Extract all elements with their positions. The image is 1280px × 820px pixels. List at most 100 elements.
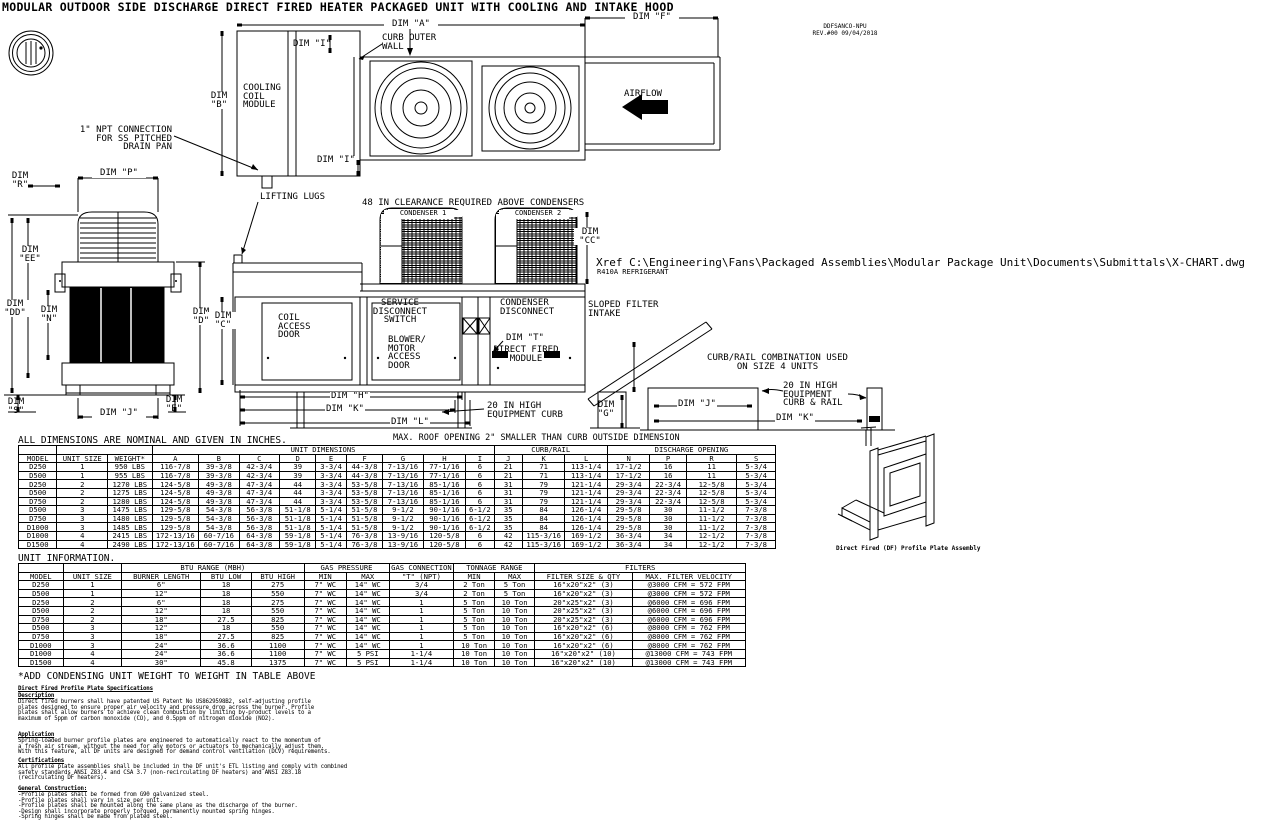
- data-cell: 18: [200, 623, 252, 633]
- engineering-drawing: [4, 16, 935, 541]
- data-cell: 36-3/4: [606, 539, 651, 550]
- data-cell: 2: [62, 605, 123, 616]
- data-cell: 5-1/4: [315, 505, 347, 515]
- data-cell: 7-13/16: [382, 479, 424, 489]
- data-cell: D1500: [17, 539, 58, 550]
- data-cell: 36.6: [200, 640, 252, 650]
- data-cell: 129-5/8: [151, 522, 200, 532]
- data-cell: 7" WC: [303, 588, 348, 599]
- data-cell: 51-1/8: [278, 505, 317, 515]
- data-cell: 9-1/2: [382, 505, 424, 515]
- data-cell: 12-5/8: [685, 487, 738, 498]
- dim-ee-label: DIM "EE": [14, 245, 46, 264]
- data-cell: 7" WC: [303, 640, 348, 650]
- header-cell: A: [151, 453, 200, 464]
- data-cell: 5-1/4: [315, 513, 347, 524]
- data-cell: 47-3/4: [238, 496, 281, 507]
- data-cell: 39-3/8: [198, 470, 240, 481]
- data-cell: 6-1/2: [465, 513, 495, 524]
- data-cell: 10 Ton: [453, 657, 495, 668]
- data-cell: 126-1/4: [564, 513, 608, 524]
- data-cell: 115-3/16: [521, 539, 566, 550]
- plan-view: [173, 16, 721, 189]
- data-cell: 31: [493, 487, 523, 498]
- data-cell: 22-3/4: [649, 479, 687, 489]
- coil-face: [69, 286, 165, 364]
- data-cell: 11: [685, 470, 738, 481]
- data-cell: 44-3/8: [345, 470, 384, 481]
- data-cell: 5 PSI: [346, 657, 390, 668]
- data-cell: 85-1/16: [422, 496, 467, 507]
- data-cell: 169-1/2: [564, 539, 608, 550]
- data-cell: 4: [62, 648, 123, 659]
- data-cell: 36.6: [200, 648, 252, 659]
- data-cell: 29-3/4: [606, 479, 651, 489]
- data-cell: 54-3/8: [198, 505, 240, 515]
- dim-e-label: DIM "E": [165, 395, 183, 414]
- unit-information-heading: UNIT INFORMATION.: [18, 553, 116, 564]
- profile-plate-assembly: [837, 426, 935, 541]
- data-cell: 7-13/16: [382, 487, 424, 498]
- doc-revision: REV.#00 09/04/2018: [812, 30, 878, 37]
- data-cell: 3-3/4: [315, 487, 347, 498]
- data-cell: 4: [56, 530, 109, 541]
- data-cell: 14" WC: [346, 580, 390, 590]
- data-cell: 39: [278, 470, 317, 481]
- data-cell: 3/4: [388, 580, 455, 590]
- header-cell: MODEL: [18, 571, 64, 582]
- data-cell: D500: [18, 588, 64, 599]
- data-cell: 9-1/2: [382, 513, 424, 524]
- data-cell: 2490 LBS: [107, 539, 153, 550]
- data-cell: 59-1/8: [278, 539, 317, 550]
- header-cell: BTU LOW: [200, 571, 252, 582]
- condenser1-label: CONDENSER 1: [384, 210, 462, 217]
- data-cell: D250: [18, 580, 64, 590]
- data-cell: 30: [649, 505, 687, 515]
- data-cell: 7-13/16: [382, 470, 424, 481]
- data-cell: 12": [121, 588, 202, 599]
- data-cell: 1: [388, 605, 455, 616]
- xref-path: Xref C:\Engineering\Fans\Packaged Assemb…: [596, 256, 1246, 269]
- data-cell: 42-3/4: [238, 470, 281, 481]
- data-cell: 955 LBS: [107, 470, 153, 481]
- data-cell: 2415 LBS: [107, 530, 153, 541]
- data-cell: 27.5: [200, 631, 252, 642]
- data-cell: 16"x20"x2" (10): [534, 648, 633, 659]
- data-cell: 7" WC: [303, 597, 348, 607]
- header-group-cell: UNIT DIMENSIONS: [151, 445, 495, 455]
- profile-plate-caption: Direct Fired (DF) Profile Plate Assembly: [836, 545, 981, 552]
- data-cell: 36-3/4: [606, 530, 651, 541]
- header-cell: N: [606, 453, 651, 464]
- data-cell: 90-1/16: [422, 522, 467, 532]
- data-cell: 18: [200, 597, 252, 607]
- dim-cc-label: DIM "CC": [574, 227, 606, 246]
- data-cell: 2: [56, 479, 109, 489]
- data-cell: @13000 CFM = 743 FPM: [631, 657, 746, 668]
- spec-certifications-heading: Certifications: [18, 758, 65, 764]
- data-cell: 13-9/16: [382, 530, 424, 541]
- data-cell: 113-1/4: [564, 470, 608, 481]
- data-cell: 79: [521, 487, 566, 498]
- drawing-title: MODULAR OUTDOOR SIDE DISCHARGE DIRECT FI…: [2, 0, 674, 14]
- data-cell: 2 Ton: [453, 588, 495, 599]
- curb-rail-combination-note: CURB/RAIL COMBINATION USED ON SIZE 4 UNI…: [707, 353, 848, 372]
- data-cell: 29-5/8: [606, 522, 651, 532]
- data-cell: 90-1/16: [422, 505, 467, 515]
- condenser-disconnect-label: CONDENSER DISCONNECT: [500, 298, 555, 317]
- data-cell: @6000 CFM = 696 FPM: [631, 605, 746, 616]
- header-cell: K: [521, 453, 566, 464]
- data-cell: 51-5/8: [345, 522, 384, 532]
- data-cell: 51-5/8: [345, 505, 384, 515]
- header-cell: BTU HIGH: [250, 571, 305, 582]
- data-cell: 30: [649, 513, 687, 524]
- data-cell: 14" WC: [346, 597, 390, 607]
- data-cell: 4: [56, 539, 109, 550]
- data-cell: 22-3/4: [649, 487, 687, 498]
- data-cell: 12-1/2: [685, 539, 738, 550]
- data-cell: D750: [17, 496, 58, 507]
- data-cell: 6-1/2: [465, 505, 495, 515]
